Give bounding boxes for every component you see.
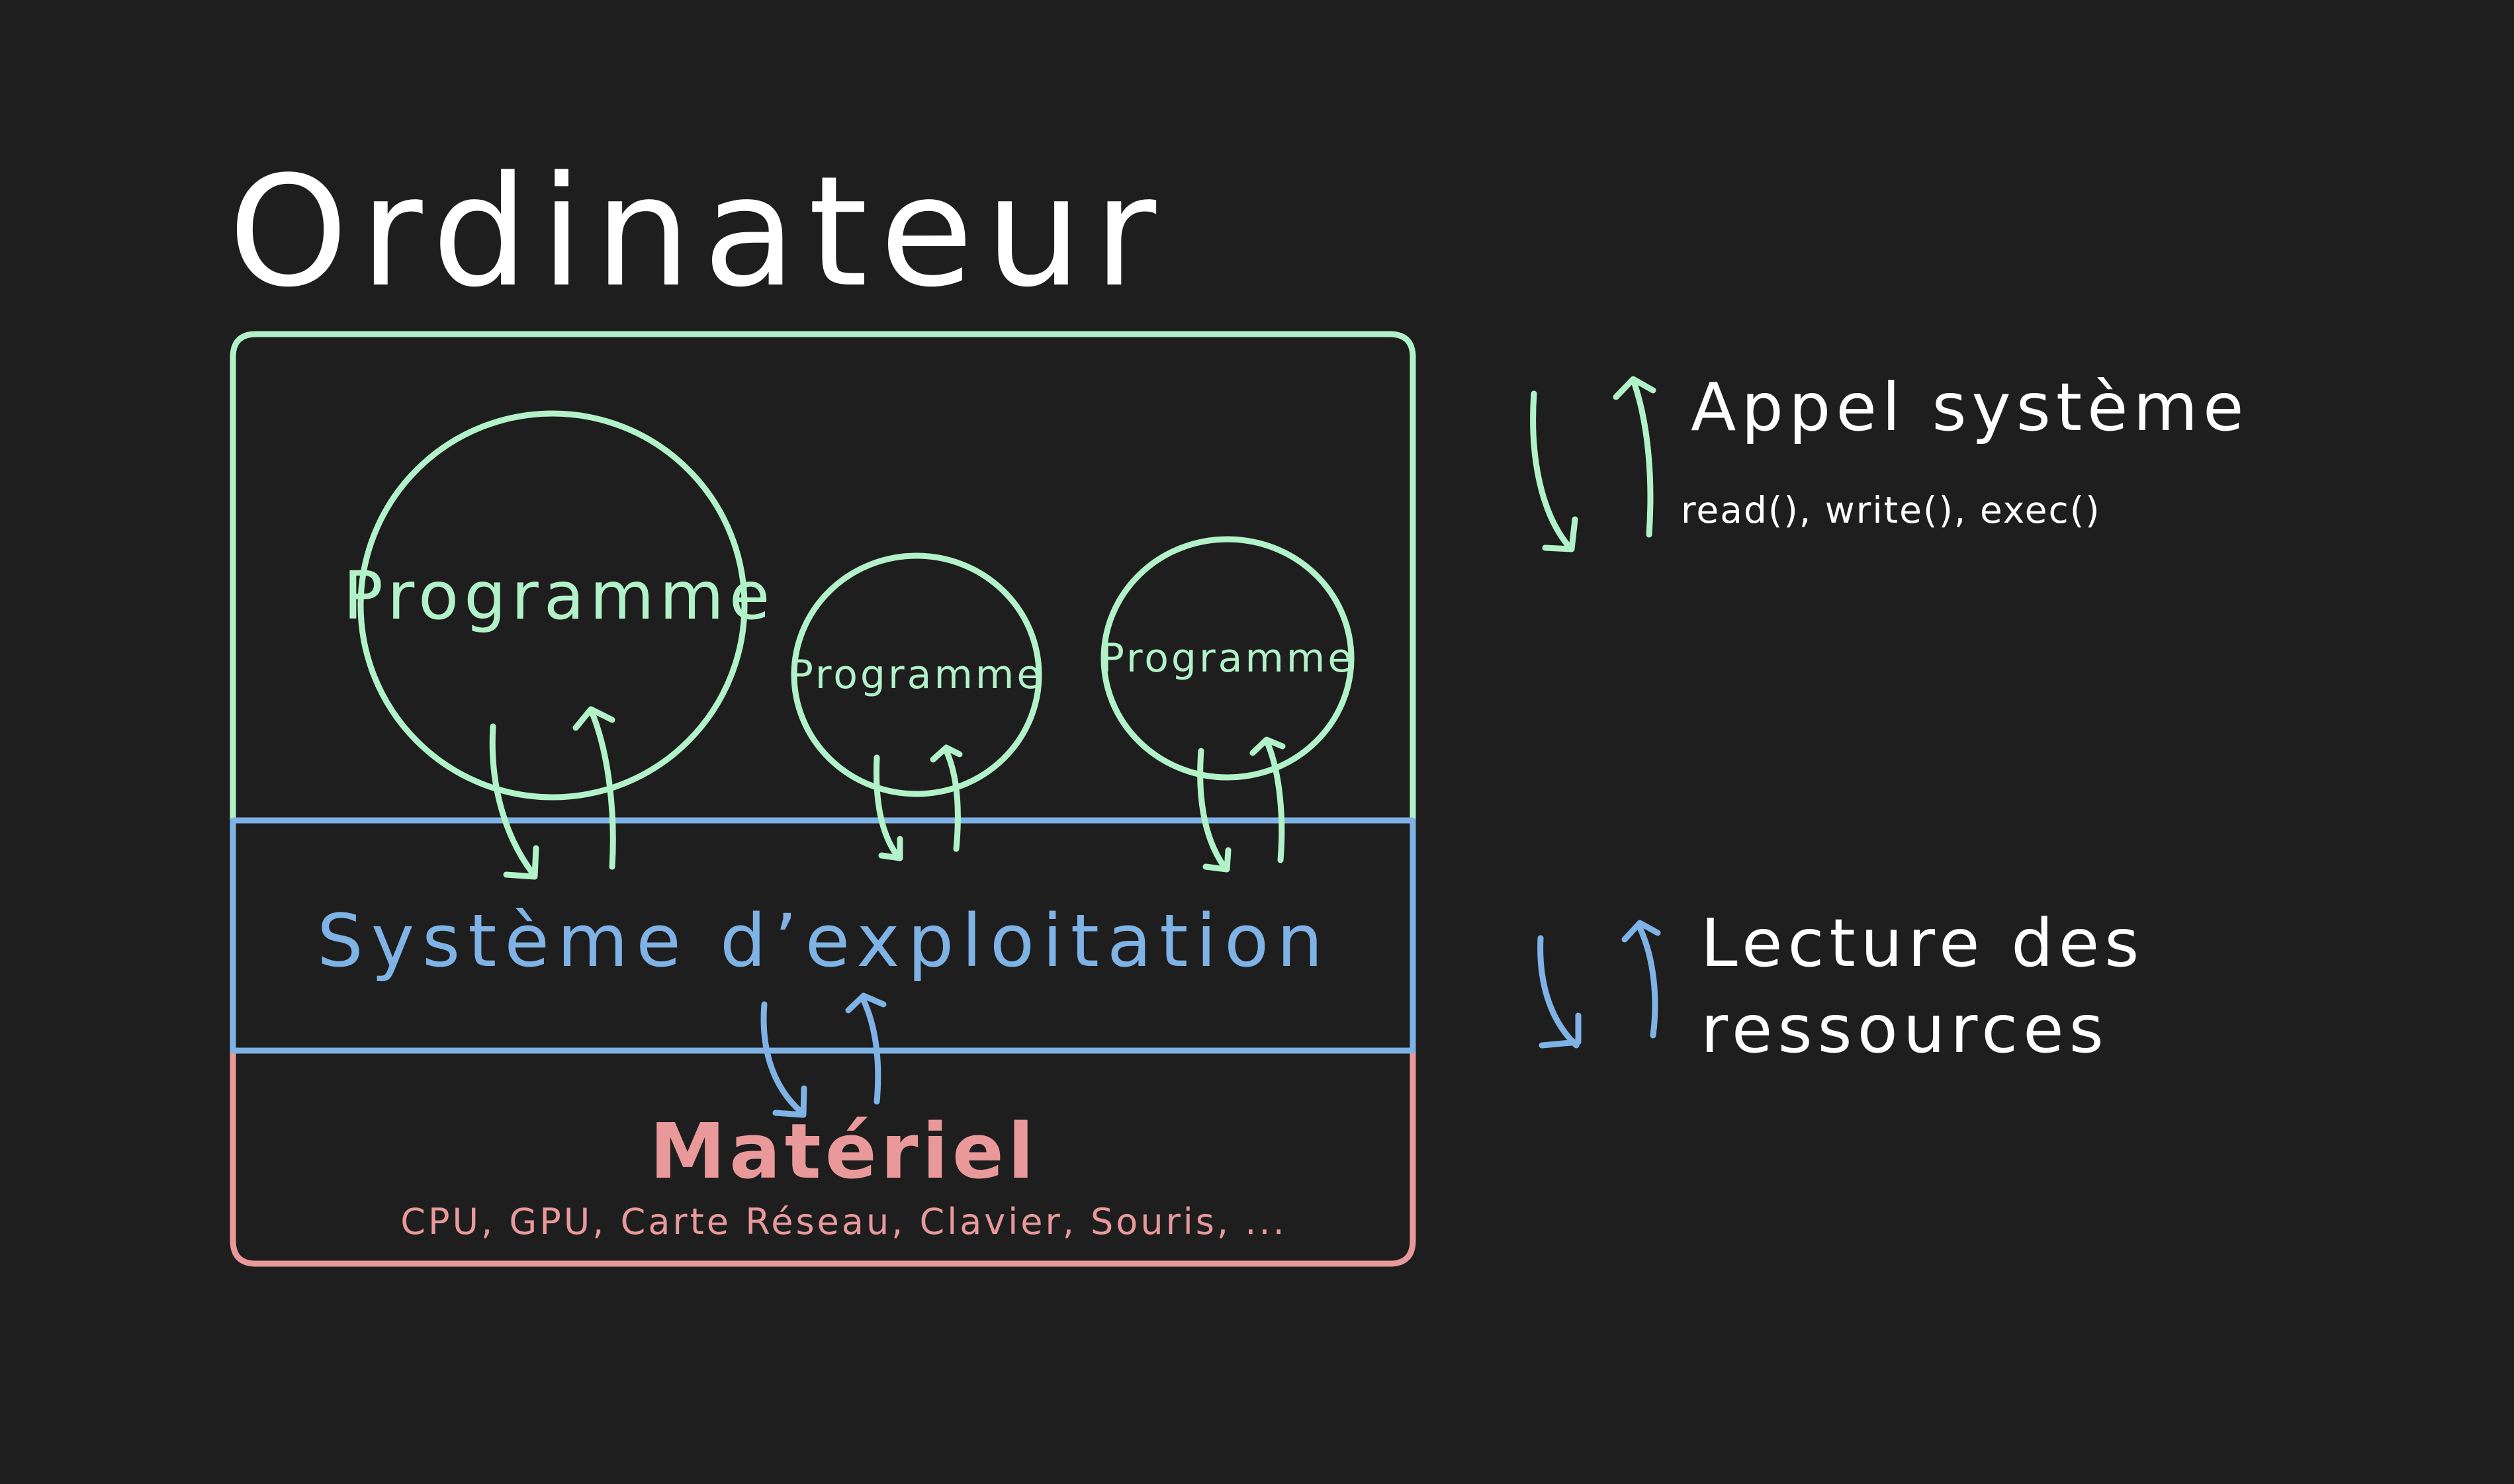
program-large: Programme — [343, 410, 776, 801]
arrow-up-icon — [1621, 920, 1661, 943]
arrow-up-icon — [1613, 376, 1656, 400]
arrow-up-icon — [1249, 736, 1286, 756]
hardware-devices: CPU, GPU, Carte Réseau, Clavier, Souris,… — [400, 1201, 1286, 1243]
legend-syscall-title: Appel système — [1691, 369, 2249, 446]
program-circle — [791, 552, 1042, 797]
arrow-up-icon — [930, 744, 963, 763]
legend-resources-line1: Lecture des — [1701, 904, 2144, 982]
arrow-down-icon — [772, 1085, 807, 1118]
program-os-arrows — [489, 706, 1286, 880]
arrow-up-icon — [572, 706, 615, 731]
arrow-down-icon — [878, 836, 903, 861]
os-hardware-arrows — [760, 992, 887, 1118]
arrow-down-icon — [1537, 935, 1580, 1049]
arrow-down-icon — [503, 845, 539, 880]
arrow-up-icon — [1637, 924, 1658, 1039]
program-label: Programme — [1100, 635, 1355, 681]
hardware-layer-outline — [230, 1047, 1416, 1267]
hardware-label: Matériel — [650, 1108, 1038, 1196]
legend-resources-arrows — [1537, 920, 1661, 1049]
program-circle — [357, 410, 748, 801]
arrow-down-icon — [1542, 516, 1578, 552]
os-layer-outline — [230, 817, 1416, 1054]
program-circle — [1100, 536, 1355, 781]
program-small: Programme — [1100, 536, 1355, 781]
arrow-up-icon — [589, 710, 616, 870]
program-layer-outline — [230, 331, 1416, 824]
arrow-up-icon — [943, 748, 961, 852]
program-label: Programme — [343, 557, 776, 634]
arrow-up-icon — [845, 992, 887, 1014]
arrow-up-icon — [1631, 380, 1654, 538]
arrow-down-icon — [1539, 1012, 1582, 1049]
page-title: Ordinateur — [228, 144, 1168, 321]
os-label: Système d’exploitation — [317, 898, 1331, 983]
arrow-up-icon — [1264, 739, 1285, 863]
arrow-up-icon — [860, 997, 881, 1105]
arrow-down-icon — [1202, 847, 1232, 873]
program-medium: Programme — [789, 552, 1044, 797]
arrow-down-icon — [489, 723, 536, 877]
legend-resources-line2: ressources — [1701, 990, 2109, 1068]
legend-syscall-arrows — [1530, 376, 1656, 552]
arrow-down-icon — [1197, 748, 1228, 870]
arrow-down-icon — [760, 1001, 804, 1115]
program-label: Programme — [789, 652, 1044, 698]
legend-syscall-examples: read(), write(), exec() — [1681, 489, 2101, 531]
arrow-down-icon — [1530, 390, 1572, 549]
arrow-down-icon — [874, 754, 900, 858]
